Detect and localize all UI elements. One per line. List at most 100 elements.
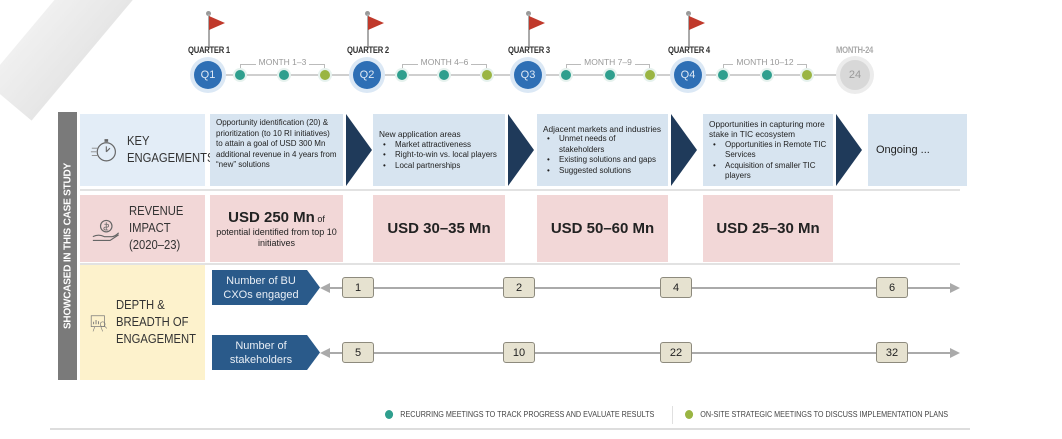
bullet-item: Local partnerships <box>379 161 499 172</box>
revenue-headline: USD 25–30 Mn <box>716 220 819 238</box>
depth-metric-tag: Number of BU CXOs engaged <box>212 270 320 305</box>
flag-icon <box>209 16 225 30</box>
row-divider <box>80 189 960 191</box>
metric-value: 1 <box>342 277 374 298</box>
revenue-headline: USD 250 Mn of <box>228 209 325 227</box>
engagement-card: Adjacent markets and industriesUnmet nee… <box>537 114 668 186</box>
month-range-label: MONTH 10–12 <box>733 57 797 67</box>
chevron-arrow-icon <box>836 114 862 186</box>
stopwatch-icon <box>90 139 116 162</box>
quarter-label: QUARTER 2 <box>347 45 389 55</box>
engagement-card: New application areasMarket attractivene… <box>373 114 505 186</box>
quarter-badge: Q2 <box>353 61 381 89</box>
recurring-meeting-dot <box>718 70 728 80</box>
revenue-headline: USD 30–35 Mn <box>387 220 490 238</box>
legend-divider <box>672 406 673 424</box>
bottom-rule <box>50 428 970 430</box>
bullet-item: Right-to-win vs. local players <box>379 150 499 161</box>
legend-recurring: RECURRING MEETINGS TO TRACK PROGRESS AND… <box>385 410 654 419</box>
engagement-title: Opportunities in capturing more stake in… <box>709 118 825 140</box>
month-24-label: MONTH-24 <box>836 45 874 55</box>
legend-label: RECURRING MEETINGS TO TRACK PROGRESS AND… <box>400 410 655 419</box>
engagement-card: Ongoing ... <box>868 114 967 186</box>
teal-dot-icon <box>385 410 394 419</box>
revenue-value: USD 25–30 Mn <box>716 219 820 237</box>
revenue-box: USD 50–60 Mn <box>537 195 668 262</box>
engagement-title: Opportunity identification (20) & priori… <box>216 118 337 169</box>
month-24-badge: 24 <box>840 60 870 90</box>
metric-value: 2 <box>503 277 535 298</box>
engagement-title: Ongoing ... <box>876 143 930 156</box>
engagement-card: Opportunities in capturing more stake in… <box>703 114 833 186</box>
legend-label: ON-SITE STRATEGIC MEETINGS TO DISCUSS IM… <box>700 410 949 419</box>
revenue-box: USD 30–35 Mn <box>373 195 505 262</box>
flag-pole-top <box>526 11 531 16</box>
engagement-bullets: Opportunities in Remote TIC ServicesAcqu… <box>709 140 827 182</box>
quarter-label: QUARTER 3 <box>508 45 550 55</box>
month-range-wrap: MONTH 1–3 <box>243 57 323 67</box>
month-range-label: MONTH 4–6 <box>417 57 472 67</box>
metric-track-line <box>322 352 956 354</box>
arrow-left-icon <box>320 348 330 358</box>
metric-value: 10 <box>503 342 535 363</box>
row-title: KEY ENGAGEMENTS <box>127 134 215 165</box>
arrow-right-icon <box>950 348 960 358</box>
onsite-meeting-dot <box>320 70 330 80</box>
row-label-depth-breadth: DEPTH & BREADTH OF ENGAGEMENT <box>80 265 205 380</box>
quarter-badge: Q4 <box>674 61 702 89</box>
bullet-item: Unmet needs of stakeholders <box>543 134 662 155</box>
row-title: DEPTH & BREADTH OF ENGAGEMENT <box>116 298 197 346</box>
flag-pole <box>367 14 369 48</box>
side-label: SHOWCASED IN THIS CASE STUDY <box>58 112 77 380</box>
quarter-label: QUARTER 4 <box>668 45 710 55</box>
metric-value: 6 <box>876 277 908 298</box>
chevron-arrow-icon <box>508 114 534 186</box>
quarter-badge: Q3 <box>514 61 542 89</box>
revenue-suffix: of <box>314 213 325 224</box>
depth-metric-tag: Number of stakeholders <box>212 335 320 370</box>
bullet-item: Opportunities in Remote TIC Services <box>709 140 827 161</box>
row-label-revenue-impact: REVENUE IMPACT (2020–23) <box>80 195 205 262</box>
revenue-note: potential identified from top 10 initiat… <box>216 226 337 248</box>
arrow-right-icon <box>950 283 960 293</box>
revenue-box: USD 25–30 Mn <box>703 195 833 262</box>
row-label-key-engagements: KEY ENGAGEMENTS <box>80 114 215 186</box>
onsite-meeting-dot <box>482 70 492 80</box>
bullet-item: Market attractiveness <box>379 140 499 151</box>
bullet-item: Acquisition of smaller TIC players <box>709 161 827 182</box>
quarter-badge: Q1 <box>194 61 222 89</box>
month-range-wrap: MONTH 10–12 <box>725 57 805 67</box>
decorative-stripe <box>0 0 135 121</box>
recurring-meeting-dot <box>235 70 245 80</box>
recurring-meeting-dot <box>605 70 615 80</box>
engagement-bullets: Market attractivenessRight-to-win vs. lo… <box>379 140 499 172</box>
metric-track-line <box>322 287 956 289</box>
flag-pole-top <box>686 11 691 16</box>
row-divider <box>80 263 960 265</box>
engagement-title: New application areas <box>379 129 461 139</box>
recurring-meeting-dot <box>561 70 571 80</box>
revenue-value: USD 250 Mn <box>228 208 315 226</box>
row-title: REVENUE IMPACT (2020–23) <box>128 204 183 252</box>
onsite-meeting-dot <box>645 70 655 80</box>
quarter-label: QUARTER 1 <box>188 45 230 55</box>
green-dot-icon <box>685 410 694 419</box>
chevron-arrow-icon <box>346 114 372 186</box>
legend-onsite: ON-SITE STRATEGIC MEETINGS TO DISCUSS IM… <box>685 410 948 419</box>
analytics-board-icon <box>90 314 108 332</box>
flag-pole-top <box>206 11 211 16</box>
month-range-wrap: MONTH 7–9 <box>568 57 648 67</box>
recurring-meeting-dot <box>762 70 772 80</box>
metric-value: 5 <box>342 342 374 363</box>
flag-pole <box>528 14 530 48</box>
revenue-value: USD 30–35 Mn <box>387 219 491 237</box>
revenue-headline: USD 50–60 Mn <box>551 220 654 238</box>
bullet-item: Existing solutions and gaps <box>543 155 662 166</box>
flag-icon <box>689 16 705 30</box>
month-range-label: MONTH 7–9 <box>581 57 635 67</box>
engagement-card: Opportunity identification (20) & priori… <box>210 114 343 186</box>
flag-icon <box>368 16 384 30</box>
metric-value: 22 <box>660 342 692 363</box>
metric-value: 32 <box>876 342 908 363</box>
